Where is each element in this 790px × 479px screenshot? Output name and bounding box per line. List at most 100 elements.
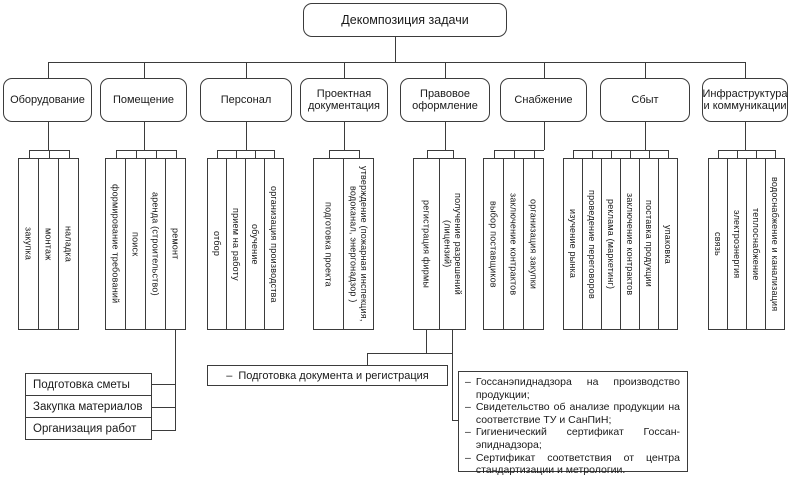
diagram-title-box: Декомпозиция задачи [303, 3, 507, 37]
branch-box: Инфраструктура и коммуникации [702, 78, 788, 122]
dash-marker: – [465, 451, 471, 464]
branch-stem-line [745, 122, 746, 150]
repair-stub-line [152, 407, 175, 408]
strip-drop-line [115, 150, 117, 158]
branch-drop-line [745, 62, 746, 78]
branch-stem-line [47, 122, 49, 150]
subtask-strip: заключение контрактов [620, 158, 640, 330]
subtask-label: связь [713, 232, 724, 256]
strip-drop-line [513, 150, 515, 158]
strip-drop-line [737, 150, 738, 158]
branch-box: Персонал [200, 78, 292, 122]
subtask-label: проведение переговоров [587, 189, 598, 299]
branch-drop-line [246, 62, 247, 78]
subtask-strip: выбор поставщиков [483, 158, 504, 330]
subtask-label: формирование требований [110, 184, 121, 304]
registration-connector [426, 330, 427, 353]
subtask-label: упаковка [663, 224, 674, 264]
certificate-item: –Сертификат соответствия от центра станд… [465, 452, 680, 477]
branch-stem-line [143, 122, 145, 150]
subtask-label: ремонт [170, 228, 181, 260]
subtask-label: поставка продукции [644, 200, 655, 288]
branch-box: Сбыт [600, 78, 690, 122]
subtask-label: наладка [63, 225, 74, 263]
branch-box: Оборудование [3, 78, 92, 122]
branch-drop-line [445, 62, 446, 78]
branch-box: Проектная документация [300, 78, 388, 122]
strip-drop-line [718, 150, 719, 158]
subtask-strip: реклама (маркетинг) [601, 158, 621, 330]
subtask-strip: водоснабжение и канализация [765, 158, 785, 330]
strip-drop-line [48, 150, 50, 158]
subtask-label: аренда (строительство) [150, 192, 161, 296]
dash-marker: – [465, 376, 471, 388]
strip-drop-line [175, 150, 177, 158]
strip-drop-line [426, 150, 428, 158]
subtask-label: закупка [23, 227, 34, 261]
sub-bus-line [217, 150, 274, 151]
strip-drop-line [592, 150, 593, 158]
certificate-text: Гигиенический сертификат Госсан-эпиднадз… [475, 426, 680, 451]
subtask-strip: закупка [18, 158, 39, 330]
strip-drop-line [668, 150, 669, 158]
certificate-item: –Свидетельство об анализе продукции на с… [465, 401, 680, 426]
strip-drop-line [533, 150, 535, 158]
branch-label: Правовое оформление [412, 87, 478, 112]
strip-drop-line [255, 150, 256, 158]
sub-bus-line [28, 150, 69, 151]
repair-task-label: Организация работ [33, 422, 137, 435]
strip-drop-line [155, 150, 157, 158]
dash-marker: – [465, 426, 471, 439]
subtask-label: получение разрешений (лицензий) [442, 193, 463, 295]
strip-drop-line [358, 150, 360, 158]
registration-connector [367, 353, 368, 365]
branch-stem-line [543, 122, 545, 150]
subtask-strip: аренда (строительство) [145, 158, 166, 330]
subtask-label: изучение рынка [568, 209, 579, 279]
sub-bus-line [493, 150, 544, 151]
subtask-strip: обучение [245, 158, 265, 330]
certificate-item: –Гигиенический сертификат Госсан-эпиднад… [465, 426, 680, 451]
subtask-strip: электроэнергия [727, 158, 747, 330]
strip-drop-line [217, 150, 218, 158]
branch-label: Снабжение [514, 93, 573, 106]
repair-task-item: Подготовка сметы [25, 373, 152, 396]
subtask-label: регистрация фирмы [421, 199, 432, 288]
strip-drop-line [452, 150, 454, 158]
license-connector [452, 420, 458, 421]
registration-connector [367, 353, 452, 354]
subtask-label: поиск [130, 231, 141, 257]
repair-task-label: Подготовка сметы [33, 378, 130, 391]
subtask-strip: формирование требований [105, 158, 126, 330]
strip-drop-line [649, 150, 650, 158]
subtask-strip: упаковка [658, 158, 678, 330]
subtask-label: подготовка проекта [323, 201, 334, 287]
branch-label: Персонал [220, 93, 272, 106]
strip-drop-line [611, 150, 612, 158]
subtask-strip: организация производства [264, 158, 284, 330]
strip-drop-line [775, 150, 776, 158]
certificate-item: –Госсанэпиднадзора на производство проду… [465, 376, 680, 401]
subtask-strip: заключение контрактов [503, 158, 524, 330]
subtask-label: прием на работу [231, 207, 242, 281]
strip-drop-line [135, 150, 137, 158]
subtask-strip: подготовка проекта [313, 158, 344, 330]
strip-drop-line [68, 150, 70, 158]
subtask-label: теплоснабжение [751, 207, 762, 281]
subtask-label: обучение [250, 223, 261, 265]
repair-task-label: Закупка материалов [33, 400, 143, 413]
branch-box: Помещение [100, 78, 187, 122]
branch-stem-line [645, 122, 646, 150]
subtask-strip: отбор [207, 158, 227, 330]
strip-drop-line [274, 150, 275, 158]
sub-bus-line [573, 150, 668, 151]
branch-label: Проектная документация [307, 87, 381, 112]
branch-drop-line [47, 62, 49, 78]
sub-bus-line [718, 150, 775, 151]
repair-task-item: Закупка материалов [25, 395, 152, 418]
subtask-strip: получение разрешений (лицензий) [439, 158, 466, 330]
subtask-strip: наладка [58, 158, 79, 330]
subtask-strip: организация закупки [523, 158, 544, 330]
strip-drop-line [236, 150, 237, 158]
subtask-strip: поиск [125, 158, 146, 330]
